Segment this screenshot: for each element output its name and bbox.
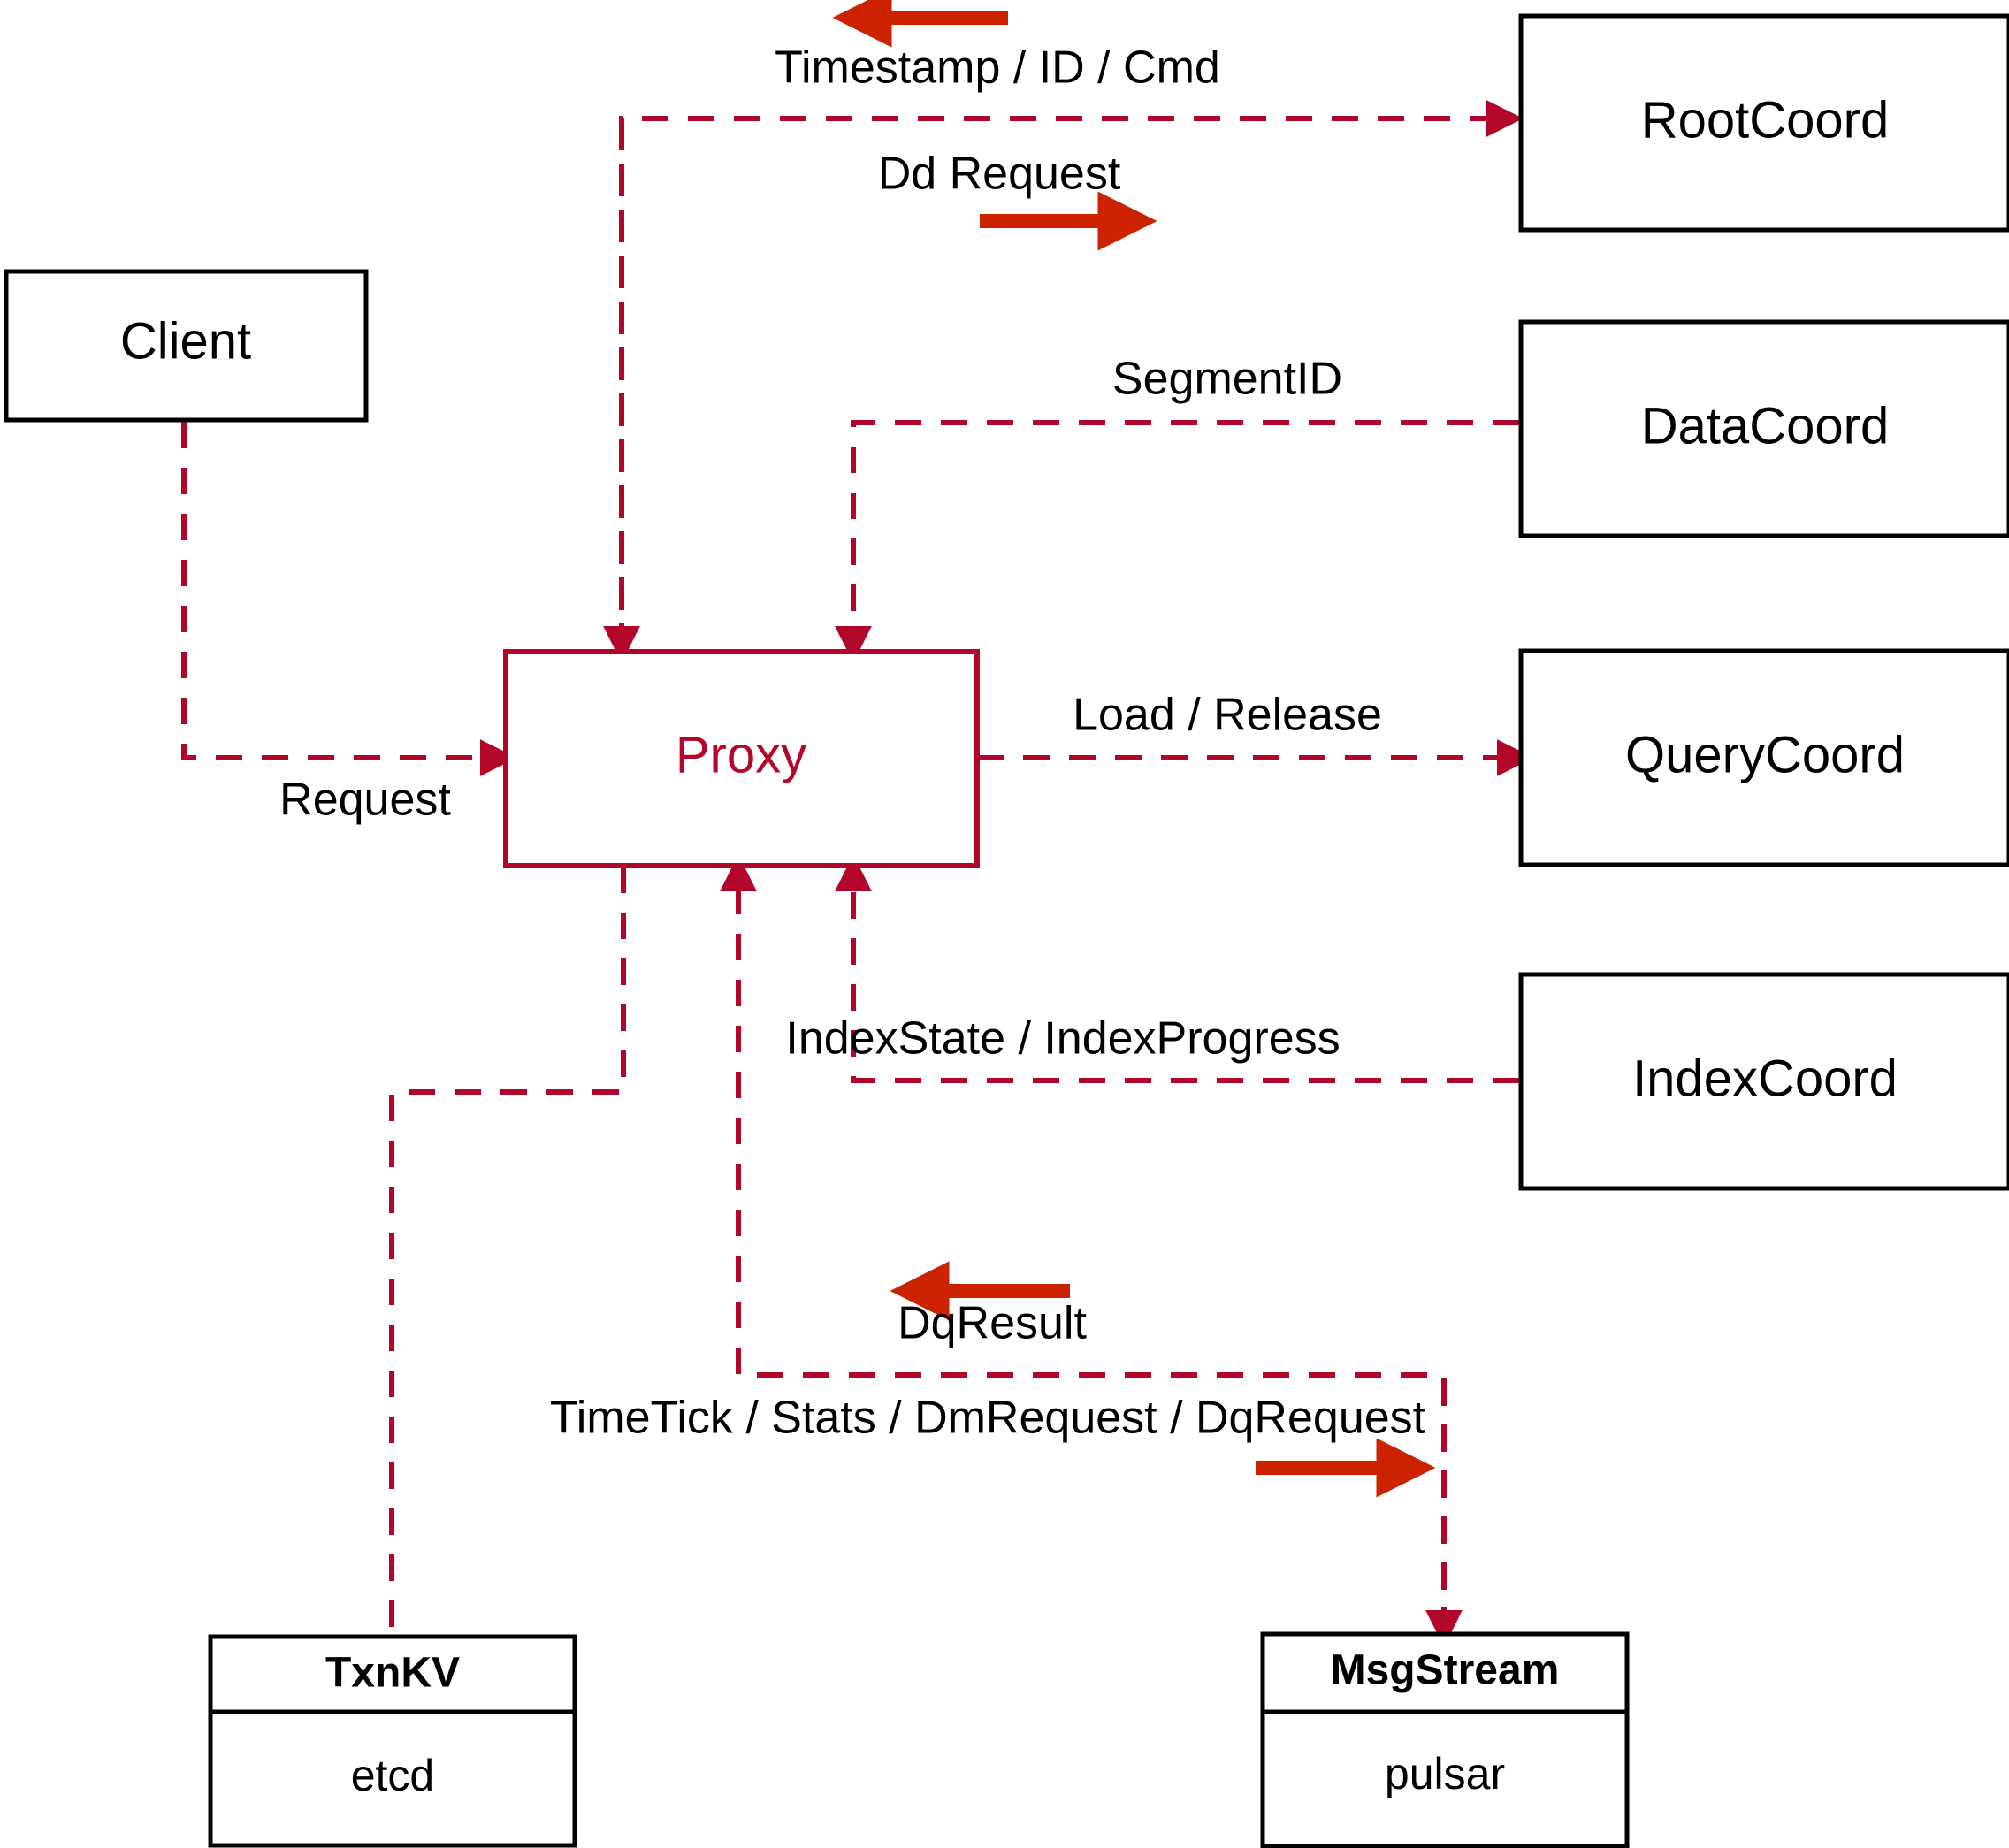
node-txnkv-impl: etcd bbox=[351, 1751, 435, 1800]
edge-label-load-release: Load / Release bbox=[1073, 690, 1382, 741]
node-msgstream-title: MsgStream bbox=[1331, 1647, 1560, 1694]
edge-proxy-rootcoord bbox=[619, 100, 1524, 650]
node-indexcoord-box[interactable] bbox=[1518, 972, 2009, 1191]
node-rootcoord-label: RootCoord bbox=[1641, 91, 1889, 149]
edge-label-index-state-progress: IndexState / IndexProgress bbox=[785, 1013, 1340, 1065]
node-client-label: Client bbox=[120, 312, 251, 370]
node-datacoord-box[interactable] bbox=[1518, 319, 2009, 538]
edge-proxy-txnkv bbox=[389, 867, 626, 1631]
edge-indexcoord-proxy bbox=[835, 854, 1519, 1083]
node-msgstream-box[interactable] bbox=[1260, 1631, 1630, 1848]
edge-label-dq-result: DqResult bbox=[898, 1298, 1087, 1349]
node-datacoord-label: DataCoord bbox=[1641, 397, 1889, 454]
edge-client-proxy bbox=[181, 422, 517, 776]
edge-label-timestamp-id-cmd: Timestamp / ID / Cmd bbox=[775, 42, 1220, 94]
edge-label-timetick-stats: TimeTick / Stats / DmRequest / DqRequest bbox=[550, 1393, 1426, 1444]
node-rootcoord-box[interactable] bbox=[1518, 13, 2009, 233]
node-proxy-label: Proxy bbox=[676, 726, 806, 783]
edge-label-dd-request: Dd Request bbox=[878, 149, 1121, 200]
node-client-box[interactable] bbox=[4, 269, 369, 423]
node-querycoord-label: QueryCoord bbox=[1625, 726, 1905, 783]
edge-label-segment-id: SegmentID bbox=[1112, 354, 1342, 405]
node-querycoord-box[interactable] bbox=[1518, 648, 2009, 867]
node-txnkv-title: TxnKV bbox=[325, 1650, 460, 1697]
node-proxy-box[interactable] bbox=[503, 649, 980, 868]
node-msgstream-impl: pulsar bbox=[1385, 1749, 1505, 1798]
edge-datacoord-proxy bbox=[835, 420, 1519, 663]
edge-msgstream-proxy bbox=[720, 854, 1447, 1634]
node-indexcoord-label: IndexCoord bbox=[1632, 1050, 1898, 1107]
edge-label-request: Request bbox=[279, 775, 451, 826]
node-txnkv-box[interactable] bbox=[208, 1634, 577, 1848]
